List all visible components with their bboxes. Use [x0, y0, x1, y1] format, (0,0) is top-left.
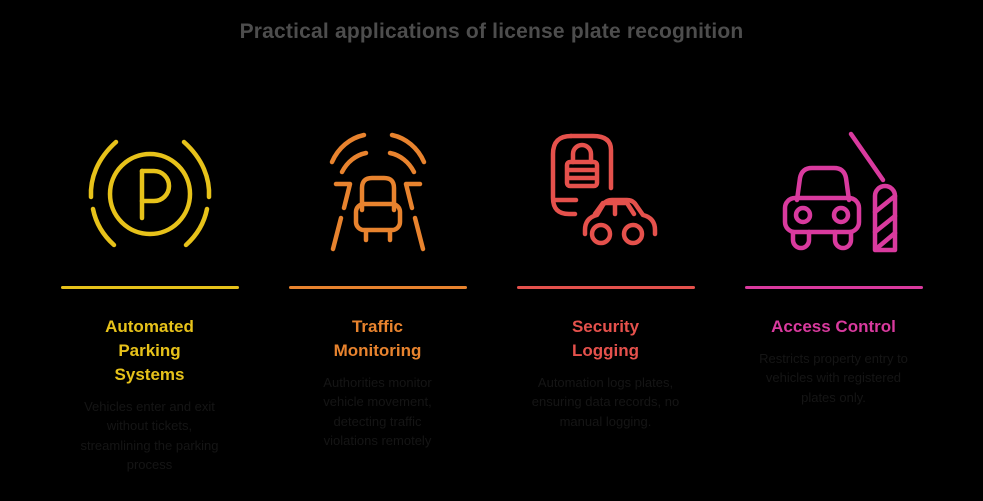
divider [516, 286, 695, 289]
columns-row: Automated Parking Systems Vehicles enter… [0, 114, 983, 475]
column-description: Authorities monitor vehicle movement, de… [323, 374, 432, 449]
access-control-barrier-icon [755, 114, 913, 286]
traffic-monitoring-icon [303, 114, 453, 286]
column-access-control: Access Control Restricts property entry … [720, 114, 948, 475]
page-title: Practical applications of license plate … [239, 20, 744, 43]
column-title: Traffic Monitoring [333, 316, 422, 360]
column-automated-parking: Automated Parking Systems Vehicles enter… [36, 114, 264, 475]
column-security-logging: Security Logging Automation logs plates,… [492, 114, 720, 475]
column-traffic-monitoring: Traffic Monitoring Authorities monitor v… [264, 114, 492, 475]
divider [744, 286, 923, 289]
divider [60, 286, 239, 289]
column-title: Automated Parking Systems [105, 316, 194, 384]
parking-brake-icon [75, 114, 225, 286]
divider [288, 286, 467, 289]
security-logging-icon [527, 114, 685, 286]
column-title: Security Logging [571, 316, 640, 360]
column-title: Access Control [771, 316, 896, 336]
column-description: Automation logs plates, ensuring data re… [531, 374, 680, 429]
column-description: Restricts property entry to vehicles wit… [759, 350, 908, 405]
column-description: Vehicles enter and exit without tickets,… [80, 398, 219, 473]
